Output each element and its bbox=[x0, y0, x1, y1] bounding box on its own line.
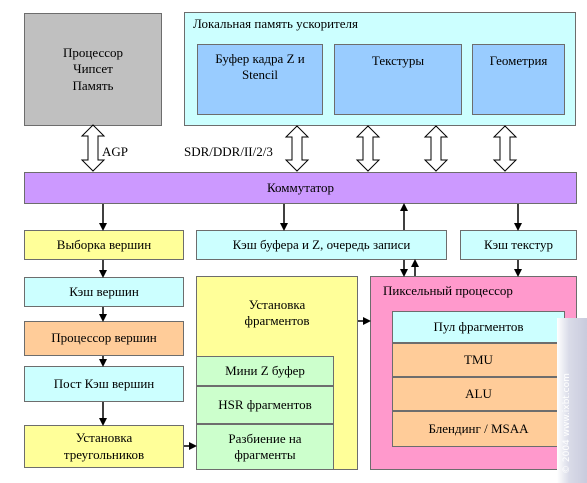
switch-label: Коммутатор bbox=[266, 179, 334, 195]
geometry-label: Геометрия bbox=[489, 53, 548, 68]
tmu-label: TMU bbox=[464, 351, 493, 367]
post-vertex-cache-label: Пост Кэш вершин bbox=[53, 375, 155, 391]
buffer-cache-box: Кэш буфера и Z, очередь записи bbox=[196, 230, 447, 260]
fragment-split-label: Разбиение на фрагменты bbox=[228, 430, 302, 462]
hsr-label: HSR фрагментов bbox=[218, 396, 312, 412]
frame-buffer-box: Буфер кадра Z и Stencil bbox=[197, 44, 323, 115]
buffer-cache-label: Кэш буфера и Z, очередь записи bbox=[232, 236, 411, 252]
host-block: Процессор Чипсет Память bbox=[24, 13, 162, 126]
triangle-setup-label: Установка треугольников bbox=[63, 430, 145, 462]
bus-arrow-frame-buffer bbox=[284, 125, 310, 172]
switch-bar: Коммутатор bbox=[24, 172, 577, 204]
triangle-setup-box: Установка треугольников bbox=[24, 425, 184, 468]
mini-z-label: Мини Z буфер bbox=[225, 362, 305, 378]
memory-bus-label: SDR/DDR/II/2/3 bbox=[184, 144, 273, 159]
vertex-processor-box: Процессор вершин bbox=[24, 321, 184, 356]
texture-cache-label: Кэш текстур bbox=[483, 236, 554, 252]
vertex-processor-label: Процессор вершин bbox=[51, 330, 157, 346]
fragment-split-box: Разбиение на фрагменты bbox=[196, 424, 334, 470]
geometry-box: Геометрия bbox=[472, 44, 565, 115]
alu-label: ALU bbox=[465, 385, 492, 401]
textures-box: Текстуры bbox=[334, 44, 462, 115]
watermark-panel bbox=[557, 318, 587, 483]
bus-arrow-geometry bbox=[492, 125, 518, 172]
alu-box: ALU bbox=[392, 377, 565, 411]
fragment-pool-box: Пул фрагментов bbox=[392, 311, 565, 343]
fragment-pool-label: Пул фрагментов bbox=[433, 318, 524, 334]
bus-arrow-textures-1 bbox=[355, 125, 381, 172]
agp-bus-arrow bbox=[80, 124, 106, 172]
blending-box: Блендинг / MSAA bbox=[392, 411, 565, 447]
mini-z-box: Мини Z буфер bbox=[196, 356, 334, 386]
host-line-memory: Память bbox=[72, 77, 114, 93]
watermark-text: © 2004 www.ixbt.com bbox=[562, 373, 572, 474]
hsr-box: HSR фрагментов bbox=[196, 386, 334, 424]
bus-arrow-textures-2 bbox=[423, 125, 449, 172]
fragment-setup-label: Установка фрагментов bbox=[244, 297, 310, 329]
agp-label: AGP bbox=[102, 144, 129, 159]
host-line-chipset: Чипсет bbox=[73, 61, 113, 77]
textures-label: Текстуры bbox=[371, 53, 425, 68]
vertex-cache-label: Кэш вершин bbox=[69, 283, 139, 299]
local-memory-title: Локальная память ускорителя bbox=[193, 16, 358, 31]
host-line-cpu: Процессор bbox=[63, 45, 123, 61]
tmu-box: TMU bbox=[392, 343, 565, 377]
pixel-processor-label: Пиксельный процессор bbox=[383, 283, 513, 298]
vertex-fetch-label: Выборка вершин bbox=[56, 236, 152, 252]
frame-buffer-label: Буфер кадра Z и Stencil bbox=[215, 51, 305, 83]
blending-label: Блендинг / MSAA bbox=[428, 420, 529, 436]
post-vertex-cache-box: Пост Кэш вершин bbox=[24, 366, 184, 402]
